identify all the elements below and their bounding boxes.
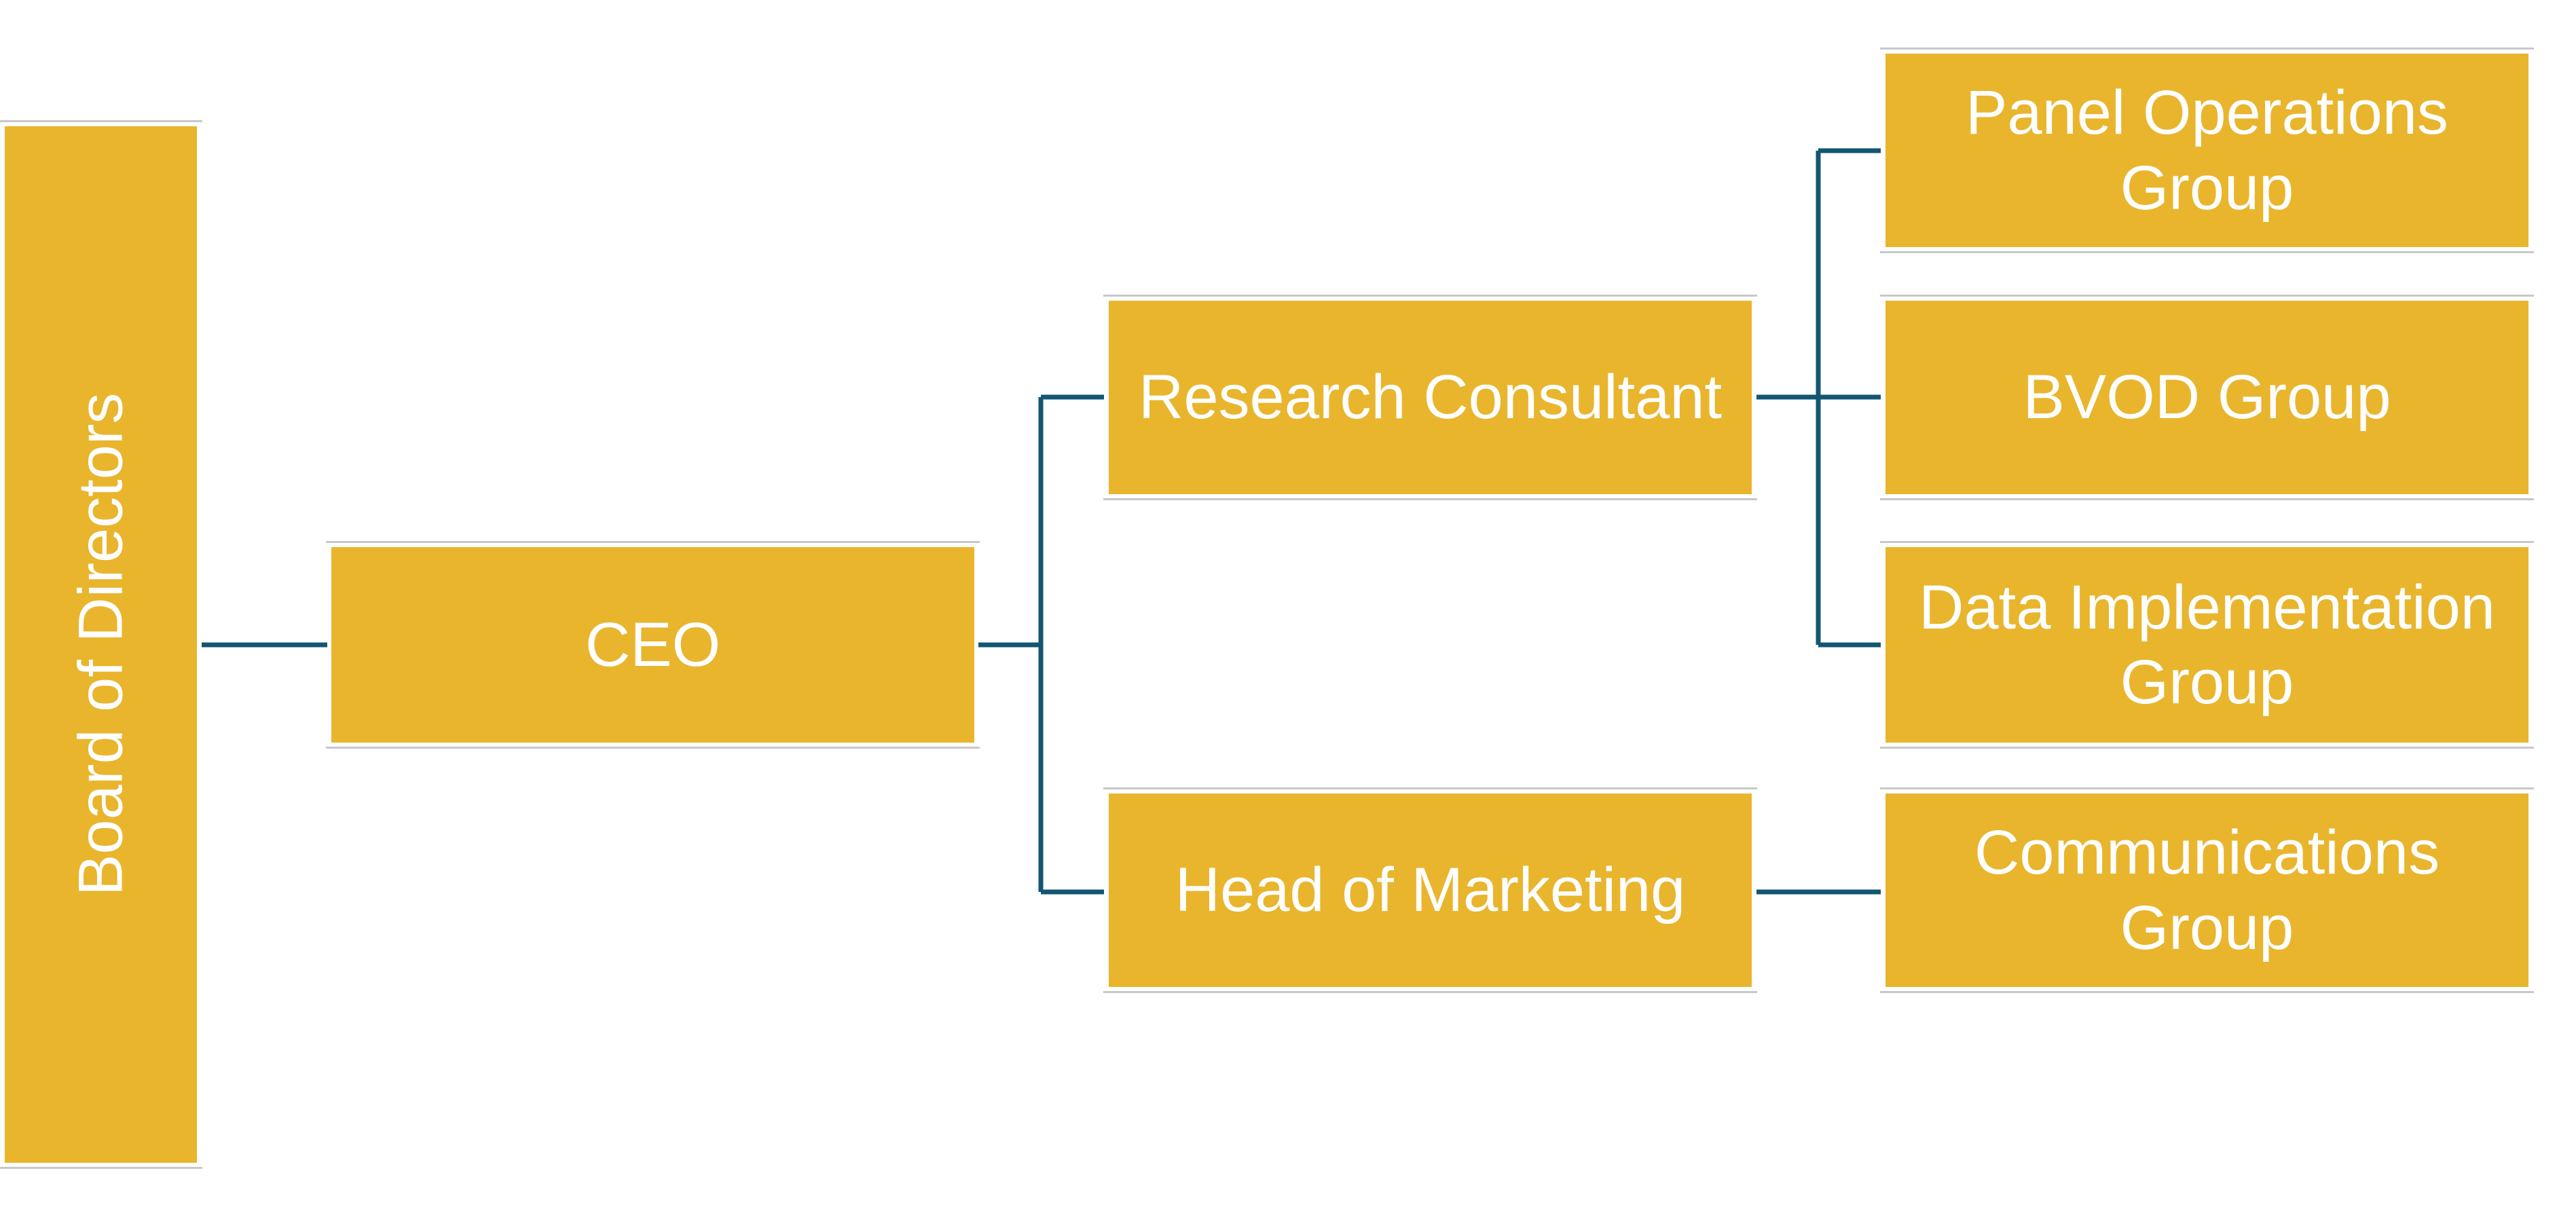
node-research-consultant[interactable]: Research Consultant [1103, 295, 1757, 500]
node-label: Board of Directors [66, 392, 136, 897]
connector-research-groups [1756, 148, 1881, 648]
node-label: CEO [585, 610, 721, 679]
node-label: Data Implementation Group [1919, 572, 2495, 717]
node-label: Head of Marketing [1175, 855, 1686, 925]
node-label: Research Consultant [1138, 362, 1723, 432]
node-data-implementation-group[interactable]: Data Implementation Group [1880, 541, 2534, 749]
node-label: Panel Operations Group [1966, 78, 2448, 223]
node-bvod-group[interactable]: BVOD Group [1880, 295, 2534, 500]
node-board-of-directors[interactable]: Board of Directors [0, 120, 202, 1169]
node-label: Communications Group [1974, 818, 2440, 963]
node-ceo[interactable]: CEO [326, 541, 980, 749]
node-communications-group[interactable]: Communications Group [1880, 787, 2534, 993]
connector-ceo-managers [978, 394, 1104, 895]
node-head-of-marketing[interactable]: Head of Marketing [1103, 787, 1757, 993]
node-label: BVOD Group [2023, 362, 2391, 432]
node-panel-operations-group[interactable]: Panel Operations Group [1880, 48, 2534, 253]
